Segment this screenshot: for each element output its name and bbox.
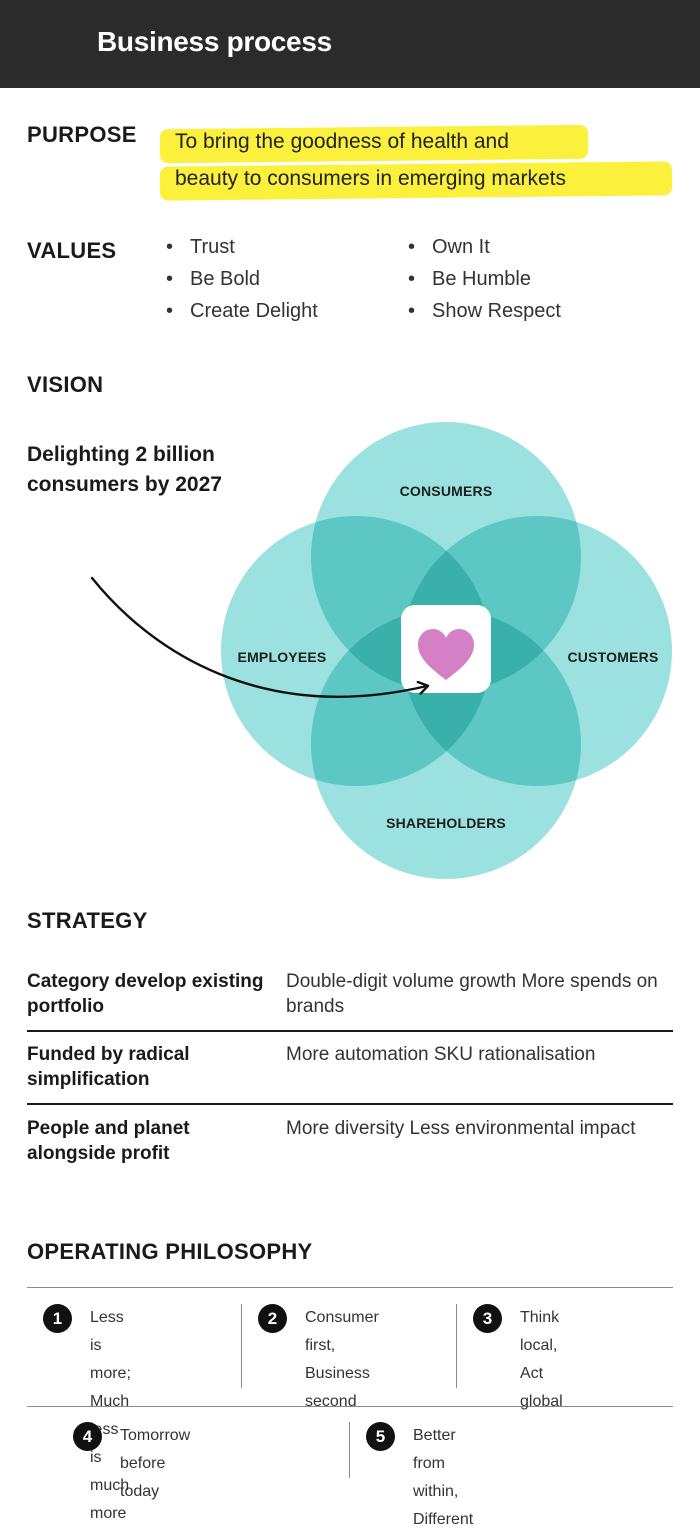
column-separator <box>241 1304 242 1388</box>
header-bar: Business process <box>0 0 700 88</box>
philosophy-text: Tomorrow before today <box>120 1427 191 1500</box>
vision-arrow <box>90 576 427 698</box>
strategy-label: Category develop existing portfolio <box>27 971 264 1017</box>
value-item-be-bold: • Be Bold <box>166 268 260 291</box>
bullet-icon: • <box>408 300 416 322</box>
center-heart-box <box>401 605 491 693</box>
circle-shareholders <box>311 609 581 879</box>
column-separator <box>349 1422 350 1478</box>
venn-label-shareholders: SHAREHOLDERS <box>386 815 506 831</box>
philosophy-text: Consumer first, Business second <box>305 1309 379 1410</box>
strategy-label: People and planet alongside profit <box>27 1118 190 1164</box>
purpose-text-line-2: beauty to consumers in emerging markets <box>175 167 567 190</box>
strategy-divider <box>27 1030 673 1032</box>
page-title: Business process <box>97 26 332 57</box>
value-item-show-respect: • Show Respect <box>408 300 561 323</box>
bullet-icon: • <box>166 236 174 258</box>
strategy-divider <box>27 1103 673 1105</box>
value-item-trust: • Trust <box>166 236 235 259</box>
strategy-description: More automation SKU rationalisation <box>286 1044 596 1065</box>
bullet-icon: • <box>166 268 174 290</box>
philosophy-text: Better from within, Different from outsi… <box>413 1427 474 1528</box>
purpose-heading: PURPOSE <box>27 122 137 147</box>
strategy-heading: STRATEGY <box>27 908 148 933</box>
vision-line-2: consumers by 2027 <box>27 473 222 496</box>
bullet-icon: • <box>408 268 416 290</box>
heart-icon <box>418 629 474 680</box>
bullet-icon: • <box>408 236 416 258</box>
value-label: Create Delight <box>190 300 318 322</box>
value-label: Be Bold <box>190 268 261 290</box>
vision-heading: VISION <box>27 372 104 397</box>
number-1-icon: 1 <box>43 1304 72 1333</box>
number-5-icon: 5 <box>366 1422 395 1451</box>
value-label: Trust <box>190 236 235 258</box>
purpose-text-line-1: To bring the goodness of health and <box>175 130 509 153</box>
venn-label-employees: EMPLOYEES <box>237 649 327 665</box>
value-item-be-humble: • Be Humble <box>408 268 531 291</box>
value-label: Be Humble <box>432 268 531 290</box>
number-3-icon: 3 <box>473 1304 502 1333</box>
value-item-create-delight: • Create Delight <box>166 300 318 323</box>
operating-divider-middle <box>27 1406 673 1407</box>
number-4-icon: 4 <box>73 1422 102 1451</box>
value-label: Own It <box>432 236 490 258</box>
value-item-own-it: • Own It <box>408 236 490 259</box>
strategy-label: Funded by radical simplification <box>27 1044 190 1090</box>
strategy-description: More diversity Less environmental impact <box>286 1118 636 1139</box>
venn-label-customers: CUSTOMERS <box>567 649 659 665</box>
vision-line-1: Delighting 2 billion <box>27 443 215 466</box>
values-heading: VALUES <box>27 238 117 263</box>
column-separator <box>456 1304 457 1388</box>
strategy-description: Double-digit volume growth More spends o… <box>286 971 658 1017</box>
vision-statement: Delighting 2 billion consumers by 2027 <box>27 440 222 500</box>
number-2-icon: 2 <box>258 1304 287 1333</box>
philosophy-text: Think local, Act global <box>520 1309 563 1410</box>
bullet-icon: • <box>166 300 174 322</box>
circle-consumers <box>311 422 581 692</box>
venn-label-consumers: CONSUMERS <box>399 483 493 499</box>
operating-philosophy-heading: OPERATING PHILOSOPHY <box>27 1239 313 1264</box>
operating-divider-top <box>27 1287 673 1288</box>
value-label: Show Respect <box>432 300 561 322</box>
